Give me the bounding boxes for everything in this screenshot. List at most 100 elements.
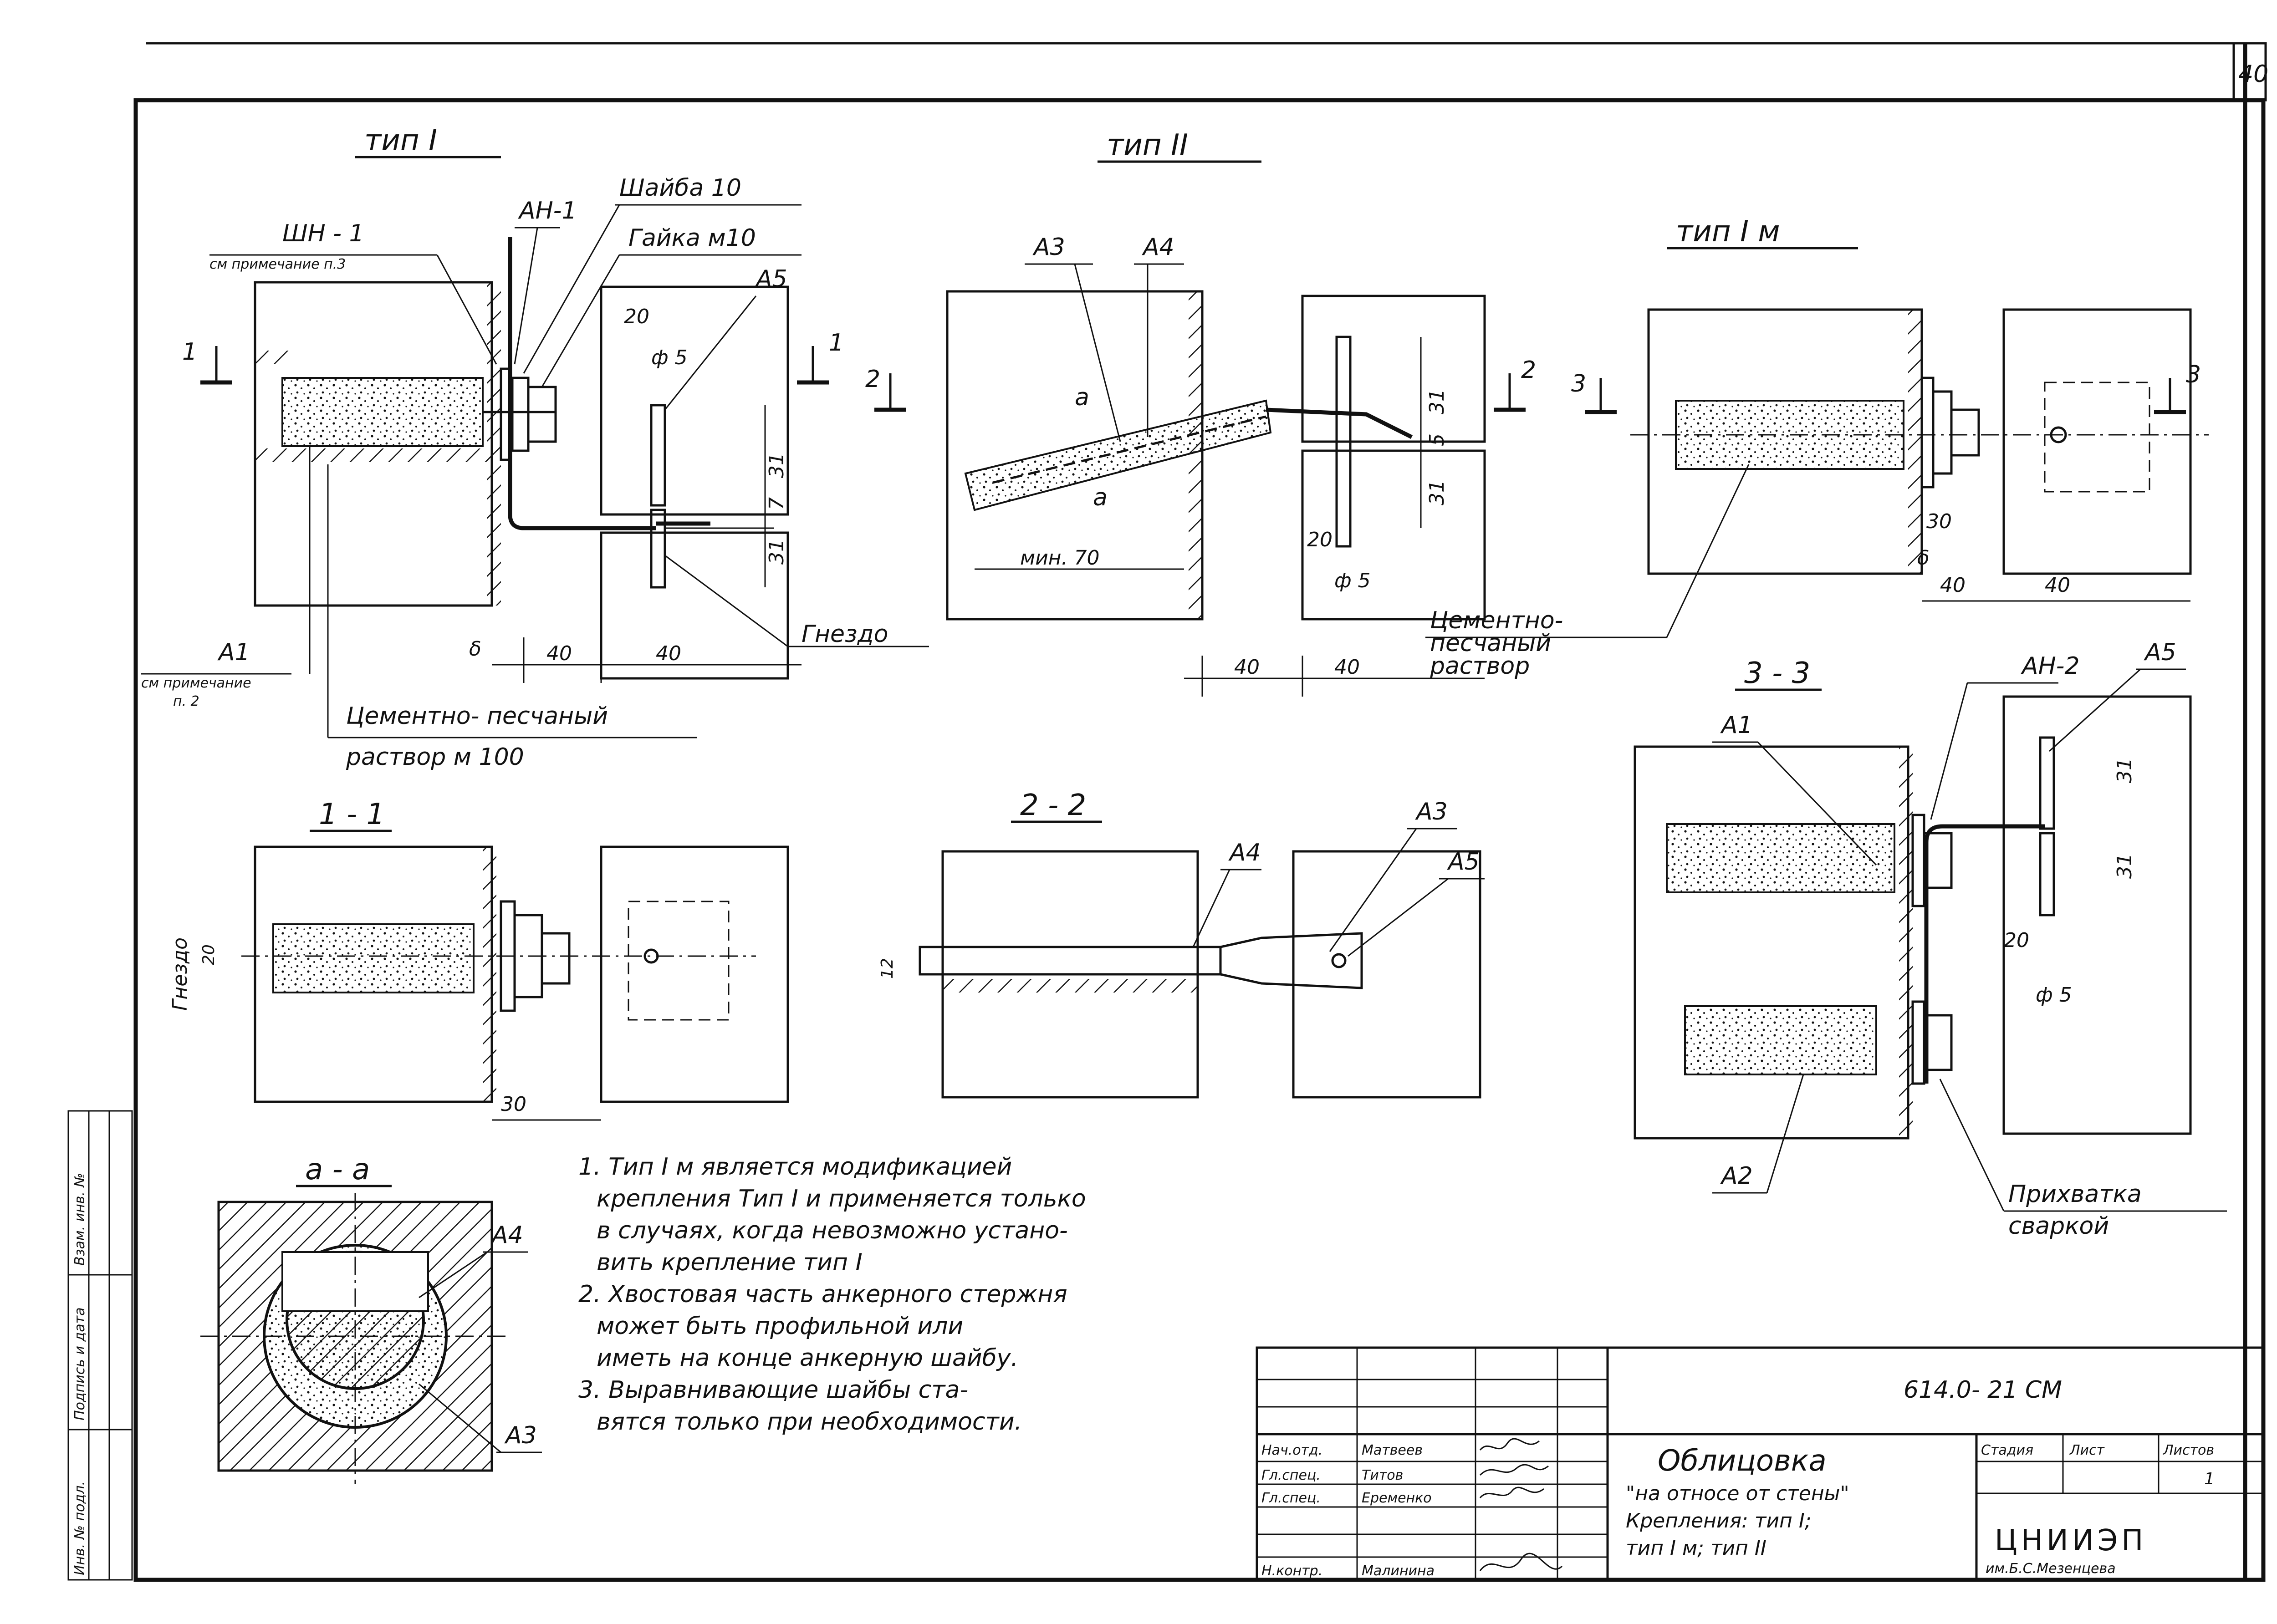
dim-12: 12: [878, 958, 897, 979]
sheet-number: 40: [2238, 61, 2268, 88]
note-line-4: вить крепление тип I: [597, 1249, 863, 1276]
drawing-border: [133, 98, 2266, 1582]
dim-40-c: 40: [1234, 656, 1260, 679]
view-type1: тип I 31 31 7 20 ф 5 40 40 δ: [141, 124, 929, 771]
cut-mark-2-left: 2: [865, 366, 880, 393]
label-a2-sec33: А2: [1720, 1162, 1753, 1190]
tb-title-4: тип I м; тип II: [1626, 1537, 1766, 1560]
label-ah2: АН-2: [2021, 652, 2080, 680]
note-line-9: вятся только при необходимости.: [597, 1408, 1022, 1436]
label-see-note2-b: п. 2: [173, 693, 199, 709]
dim-31-a: 31: [765, 453, 788, 478]
section-3-3: 3 - 3 31 31 20 ф 5 А1 АН-2 А5 А2 Прихват…: [1634, 639, 2227, 1240]
section-1-1: 1 - 1 30 Гнездо 20: [168, 798, 789, 1121]
notes: 1. Тип I м является модификацией креплен…: [578, 1153, 1086, 1436]
label-mortar1-a: Цементно- песчаный: [346, 703, 608, 730]
label-a5-sec22: А5: [1447, 848, 1480, 876]
note-line-3: в случаях, когда невозможно устано-: [597, 1217, 1068, 1244]
tb-title-2: "на относе от стены": [1626, 1482, 1849, 1505]
side-stamp-text-2: Подпись и дата: [72, 1308, 88, 1421]
view-title-type2: тип II: [1107, 128, 1188, 162]
tb-sheets-value: 1: [2204, 1470, 2215, 1488]
view-title-secaa: а - а: [305, 1153, 370, 1186]
label-a3-sec22: А3: [1415, 798, 1448, 825]
dim-phi5-type2: ф 5: [1334, 569, 1371, 592]
dim-delta: δ: [469, 637, 481, 661]
side-stamp-text-3: Инв. № подл.: [72, 1481, 88, 1575]
side-stamp-text-1: Взам. инв. №: [72, 1173, 88, 1266]
anchor-body-sec11: [272, 923, 475, 993]
label-a1-type1: А1: [217, 639, 250, 666]
note-line-8: 3. Выравнивающие шайбы ста-: [578, 1376, 968, 1404]
signature-3: [1479, 1487, 1544, 1499]
label-nut: Гайка м10: [628, 224, 756, 252]
dim-40-d: 40: [1334, 656, 1360, 679]
dim-5: 5: [1425, 433, 1449, 446]
dim-30-sec11: 30: [501, 1093, 526, 1116]
dim-31-c: 31: [1425, 389, 1449, 414]
view-type2: тип II 31 31 5 20 ф 5 мин. 70 а а 40 40 …: [865, 128, 1536, 697]
dim-31-d: 31: [1425, 480, 1449, 505]
nest-slot-lower: [650, 509, 666, 589]
tb-name-1: Матвеев: [1362, 1442, 1423, 1458]
label-washer: Шайба 10: [619, 174, 741, 202]
sheet-number-box: [2232, 42, 2267, 102]
tb-sheets-header: Листов: [2163, 1442, 2214, 1458]
drawing-code: 614.0- 21 СМ: [1904, 1376, 2062, 1404]
anchor-body-a1: [281, 377, 484, 447]
cut-mark-3-left: 3: [1571, 370, 1586, 397]
label-a3-secaa: А3: [504, 1422, 537, 1449]
tb-name-3: Еременко: [1362, 1490, 1432, 1506]
label-mortar2-b: песчаный: [1430, 630, 1551, 657]
label-shn1: ШН - 1: [282, 220, 364, 247]
cut-mark-1-right: 1: [829, 329, 844, 356]
tb-sheet-header: Лист: [2069, 1442, 2105, 1458]
label-weld-a: Прихватка: [2008, 1181, 2142, 1208]
cut-mark-3-right: 3: [2186, 361, 2201, 388]
label-nest: Гнездо: [802, 621, 888, 648]
dim-20: 20: [624, 305, 649, 328]
dim-40-f: 40: [2045, 574, 2070, 597]
label-mortar2-c: раствор: [1430, 652, 1530, 680]
dim-7: 7: [765, 497, 788, 510]
label-a3-type2: А3: [1032, 234, 1065, 261]
signature-1: [1479, 1438, 1540, 1451]
note-line-1: 1. Тип I м является модификацией: [578, 1153, 1012, 1181]
nest-slot-upper: [650, 404, 666, 507]
cut-mark-1-left: 1: [182, 338, 197, 366]
view-type1m: тип I м 3 3 40 40 30 δ Цементно- песчаны…: [1425, 215, 2209, 680]
view-title-type1: тип I: [364, 124, 437, 158]
tb-title-1: Облицовка: [1658, 1444, 1827, 1478]
tb-stage-header: Стадия: [1981, 1442, 2033, 1458]
tb-name-2: Титов: [1362, 1467, 1403, 1483]
dim-delta-type1m: δ: [1917, 546, 1930, 570]
tb-org-sub: им.Б.С.Мезенцева: [1986, 1561, 2116, 1577]
label-alpha-top: а: [1075, 384, 1089, 411]
label-weld-b: сваркой: [2008, 1212, 2109, 1240]
section-2-2: 2 - 2 12 А3 А4 А5: [878, 789, 1485, 1099]
label-nest-vertical: Гнездо: [168, 937, 192, 1011]
note-line-7: иметь на конце анкерную шайбу.: [597, 1344, 1018, 1372]
label-see-note2-a: см примечание: [141, 675, 251, 691]
label-a5-sec33: А5: [2144, 639, 2176, 666]
dim-phi5: ф 5: [651, 346, 688, 369]
label-mortar2-a: Цементно-: [1430, 607, 1563, 634]
sheet-frame: 40: [133, 42, 2268, 1582]
signature-2: [1479, 1464, 1549, 1476]
tb-org: ЦНИИЭП: [1995, 1524, 2147, 1558]
view-title-sec11: 1 - 1: [319, 798, 385, 831]
label-mortar1-b: раствор м 100: [346, 743, 524, 771]
tb-name-4: Малинина: [1362, 1563, 1435, 1579]
title-block: 614.0- 21 СМ Нач.отд. Матвеев Гл.спец. Т…: [1256, 1346, 2265, 1581]
anchor-body-a1-sec33: [1666, 823, 1895, 893]
tb-role-2: Гл.спец.: [1261, 1467, 1321, 1483]
dim-40-a: 40: [546, 642, 572, 665]
note-line-2: крепления Тип I и применяется только: [597, 1185, 1086, 1212]
dim-phi5-sec33: ф 5: [2036, 983, 2072, 1007]
dim-30-type1m: 30: [1926, 510, 1952, 533]
tb-role-1: Нач.отд.: [1261, 1442, 1322, 1458]
dim-20-vertical: 20: [199, 944, 218, 965]
cut-mark-2-right: 2: [1521, 356, 1536, 384]
label-see-note3: см примечание п.3: [209, 256, 346, 272]
